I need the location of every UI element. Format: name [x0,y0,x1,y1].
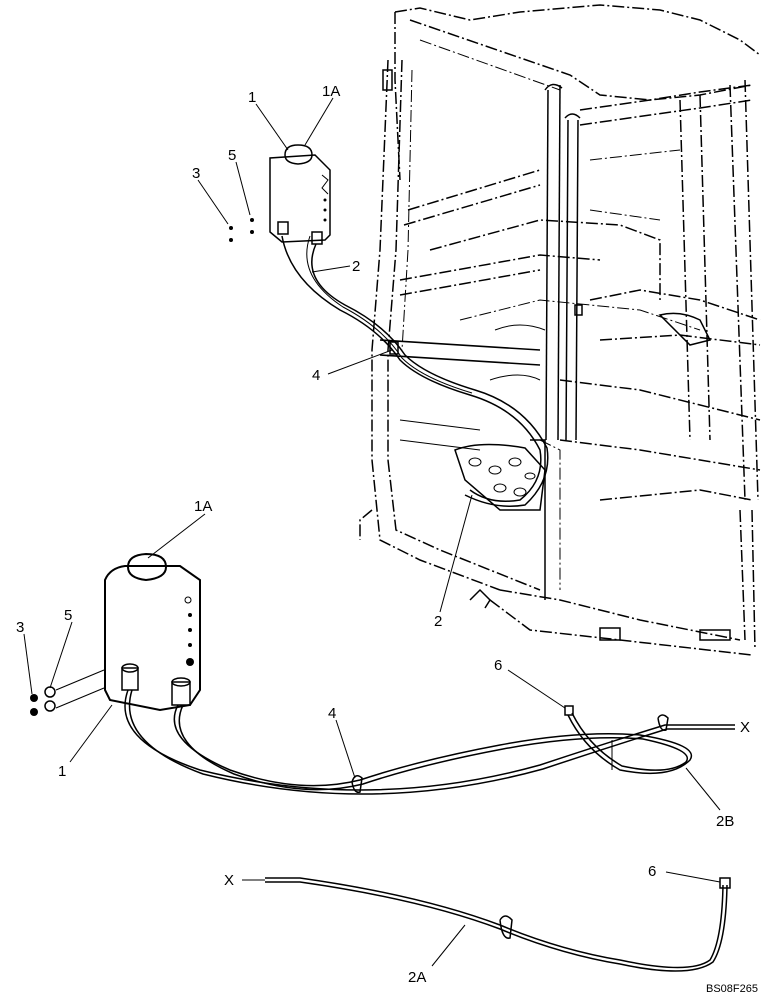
figure-code: BS08F265 [706,983,758,995]
lower-reservoir [104,552,201,712]
cab-frame [359,4,761,656]
callout-upper-4: 4 [312,367,320,384]
lower-fasteners [30,669,105,716]
callout-upper-1a: 1A [322,83,340,100]
callout-lower-1a: 1A [194,498,212,515]
callout-lower-4: 4 [328,705,336,722]
leader-lines [23,97,721,967]
upper-fasteners [229,218,254,242]
callout-upper-3: 3 [192,165,200,182]
callout-bottom-x: X [224,872,234,889]
upper-hoses [281,235,549,507]
callout-lower-2b: 2B [716,813,734,830]
lower-hoses [124,689,735,795]
callout-bottom-2a: 2A [408,969,426,986]
callout-lower-5: 5 [64,607,72,624]
callout-lower-3: 3 [16,619,24,636]
callout-bottom-6: 6 [648,863,656,880]
bottom-hose [265,877,731,972]
callout-lower-1: 1 [58,763,66,780]
callout-upper-5: 5 [228,147,236,164]
upper-reservoir [269,144,331,245]
callout-upper-2-hose: 2 [352,258,360,275]
callout-lower-6: 6 [494,657,502,674]
callout-upper-1: 1 [248,89,256,106]
callout-upper-2-grommet: 2 [434,613,442,630]
callout-lower-x: X [740,719,750,736]
